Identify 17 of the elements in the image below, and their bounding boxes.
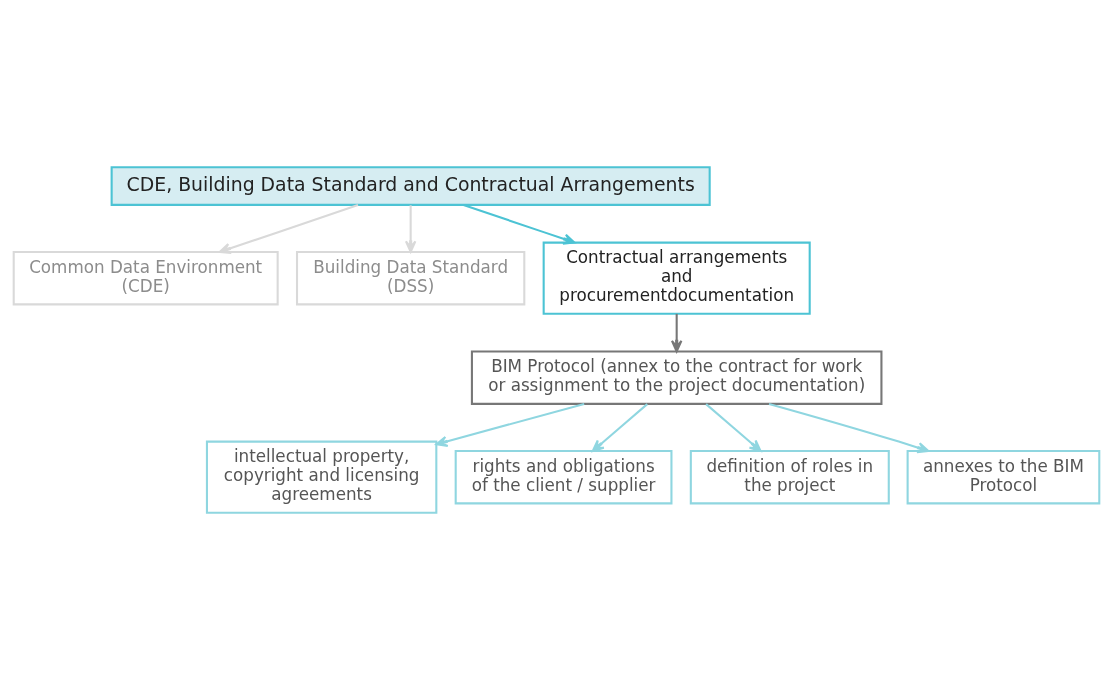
node-box: intellectual property, copyright and licensing agreements bbox=[205, 440, 438, 514]
arrow bbox=[404, 205, 417, 253]
arrow bbox=[435, 402, 585, 448]
arrow bbox=[218, 204, 359, 255]
node-box: Building Data Standard (DSS) bbox=[295, 250, 526, 306]
arrow bbox=[705, 403, 762, 452]
node-box: definition of roles in the project bbox=[689, 449, 890, 505]
node-box: Common Data Environment (CDE) bbox=[12, 250, 279, 306]
arrow bbox=[591, 403, 648, 452]
arrow bbox=[670, 313, 683, 353]
node-box: annexes to the BIM Protocol bbox=[906, 449, 1101, 505]
node-box: Contractual arrangements and procurementdocumentation bbox=[542, 241, 811, 315]
node-box: BIM Protocol (annex to the contract for work or assignment to the project documentation) bbox=[470, 350, 883, 405]
node-box: rights and obligations of the client / supplier bbox=[454, 449, 673, 505]
node-box: CDE, Building Data Standard and Contractual Arrangements bbox=[110, 166, 711, 206]
arrow bbox=[768, 402, 930, 454]
arrow bbox=[463, 204, 576, 245]
